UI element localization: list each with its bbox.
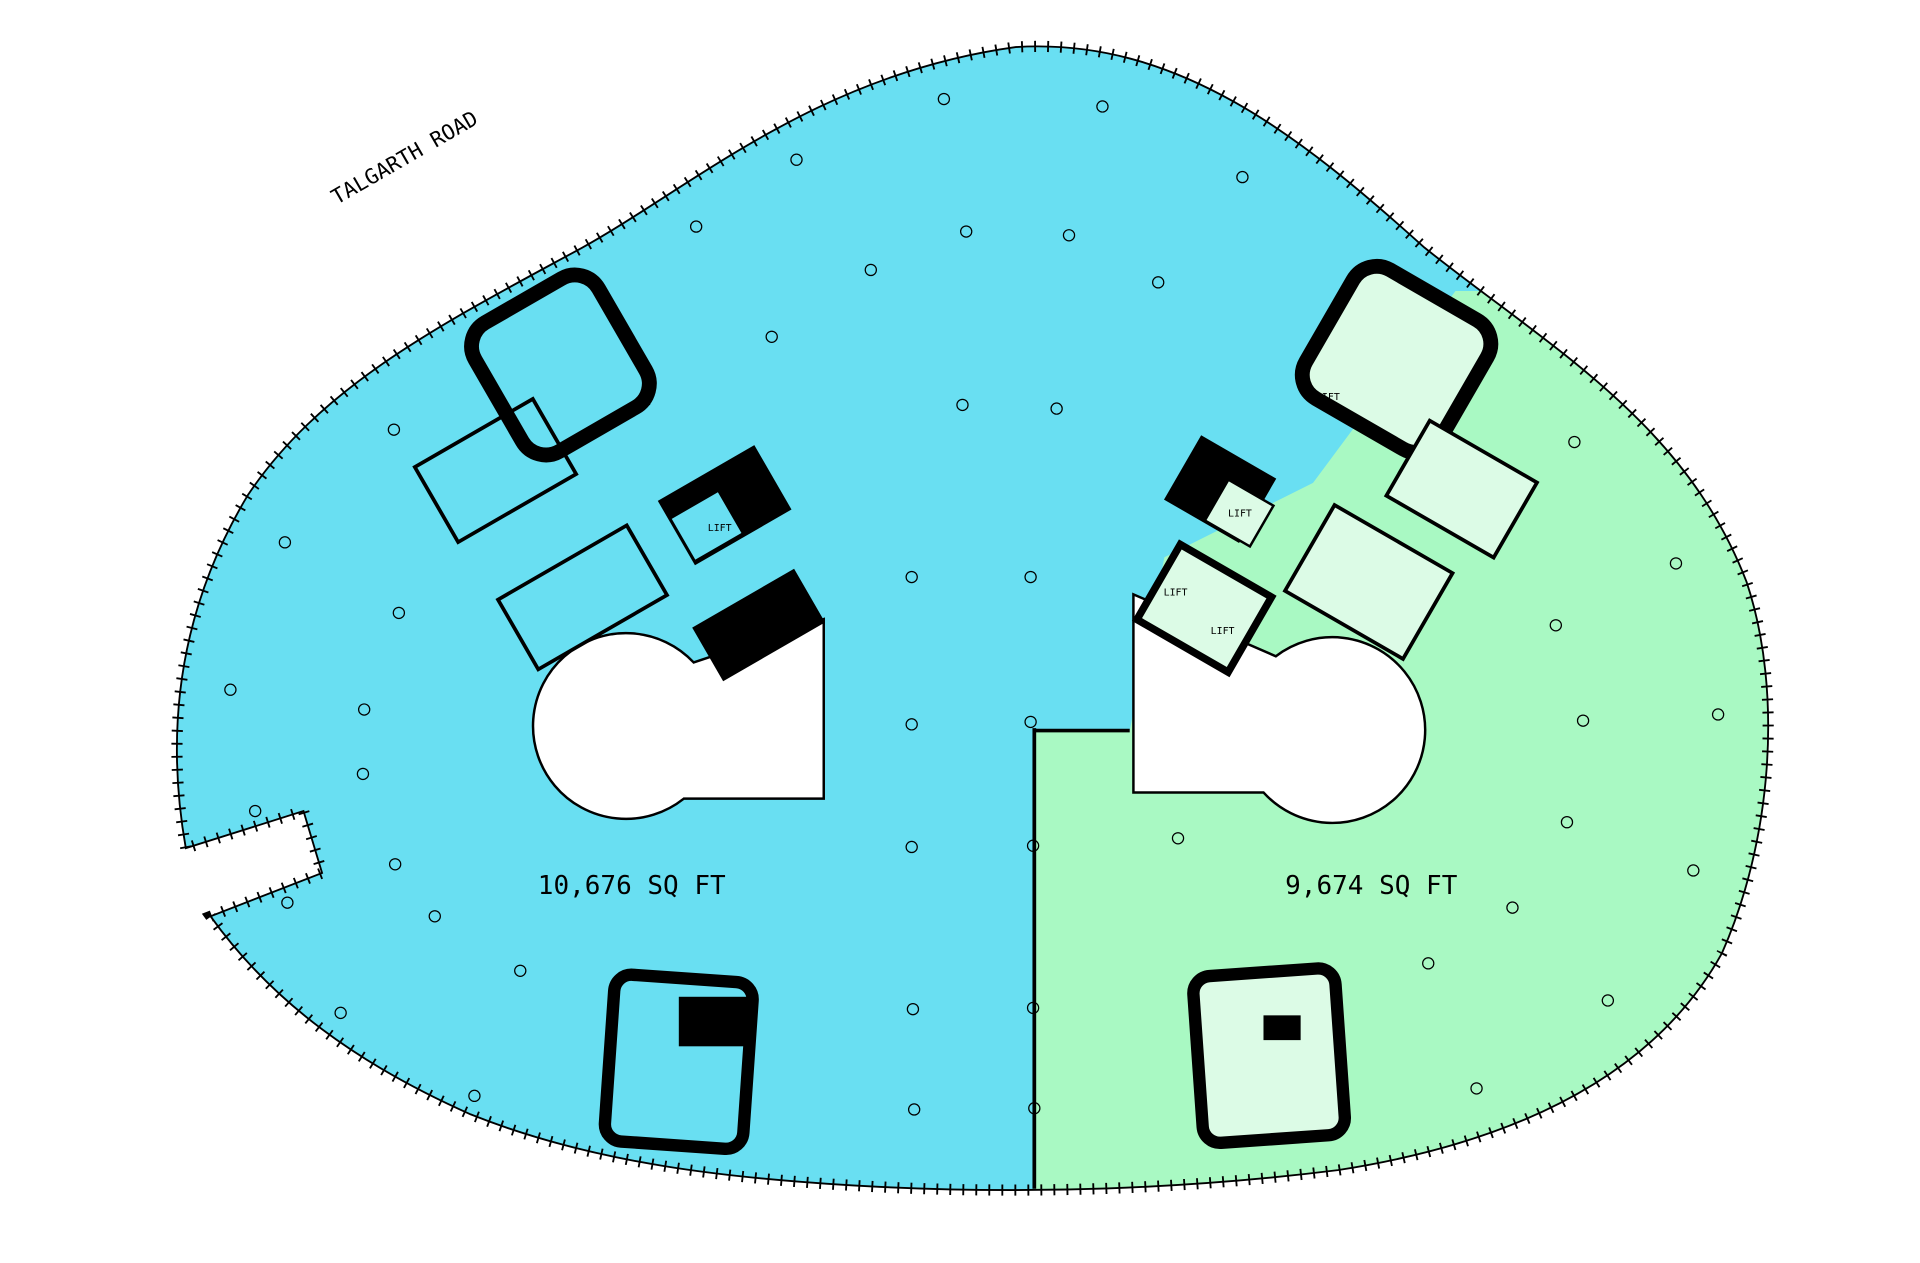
column — [356, 767, 370, 781]
column — [1152, 276, 1165, 289]
zone-a-area-label: 10,676 SQ FT — [538, 871, 726, 901]
core-south-west — [598, 968, 759, 1156]
column — [956, 398, 969, 412]
lift-label: LIFT — [1228, 508, 1252, 519]
column — [1576, 714, 1590, 727]
column — [387, 423, 401, 436]
column — [960, 225, 973, 238]
lift-label: LIFT — [1316, 392, 1340, 403]
lift-label: LIFT — [1211, 626, 1235, 637]
column — [1422, 957, 1435, 970]
column — [864, 263, 878, 277]
column — [281, 896, 294, 909]
column — [937, 92, 951, 106]
lift-label: LIFT — [1164, 588, 1188, 599]
column — [1028, 1102, 1041, 1115]
column — [1024, 570, 1037, 584]
column — [1026, 1001, 1040, 1015]
column — [248, 804, 262, 818]
column — [357, 703, 371, 716]
column — [468, 1089, 481, 1103]
lift-label: LIFT — [716, 642, 740, 653]
column — [1026, 839, 1040, 852]
lift-label: LIFT — [708, 523, 732, 534]
column — [1568, 435, 1581, 449]
column — [906, 1002, 920, 1016]
column — [1549, 619, 1563, 632]
structural-columns — [224, 92, 1725, 1116]
column — [1687, 864, 1700, 877]
column — [1669, 557, 1683, 570]
column — [1711, 708, 1725, 721]
column — [224, 683, 237, 696]
atrium-left — [531, 617, 825, 821]
column — [1506, 901, 1519, 914]
lift-label: LIFT — [768, 609, 792, 620]
column — [1601, 994, 1615, 1007]
column — [1096, 100, 1109, 113]
column — [905, 570, 918, 584]
column — [790, 153, 803, 166]
column — [1171, 832, 1185, 845]
zone-b-area-label: 9,674 SQ FT — [1285, 871, 1458, 901]
core-south-east — [1187, 962, 1352, 1150]
column — [278, 536, 292, 549]
core-north-east — [1131, 258, 1540, 678]
column — [1560, 815, 1574, 829]
column — [334, 1006, 347, 1020]
column — [765, 330, 778, 343]
column — [392, 606, 406, 620]
column — [907, 1103, 921, 1116]
column — [1470, 1082, 1483, 1095]
column — [1050, 402, 1063, 415]
column — [905, 718, 918, 731]
column — [514, 964, 527, 977]
column — [905, 840, 918, 854]
column — [1024, 715, 1037, 729]
street-label: TALGARTH ROAD — [327, 105, 482, 209]
column — [689, 220, 703, 233]
column — [1236, 170, 1249, 184]
core-north-west — [412, 267, 826, 682]
column — [1062, 229, 1076, 242]
column — [428, 910, 441, 923]
column — [388, 858, 402, 871]
